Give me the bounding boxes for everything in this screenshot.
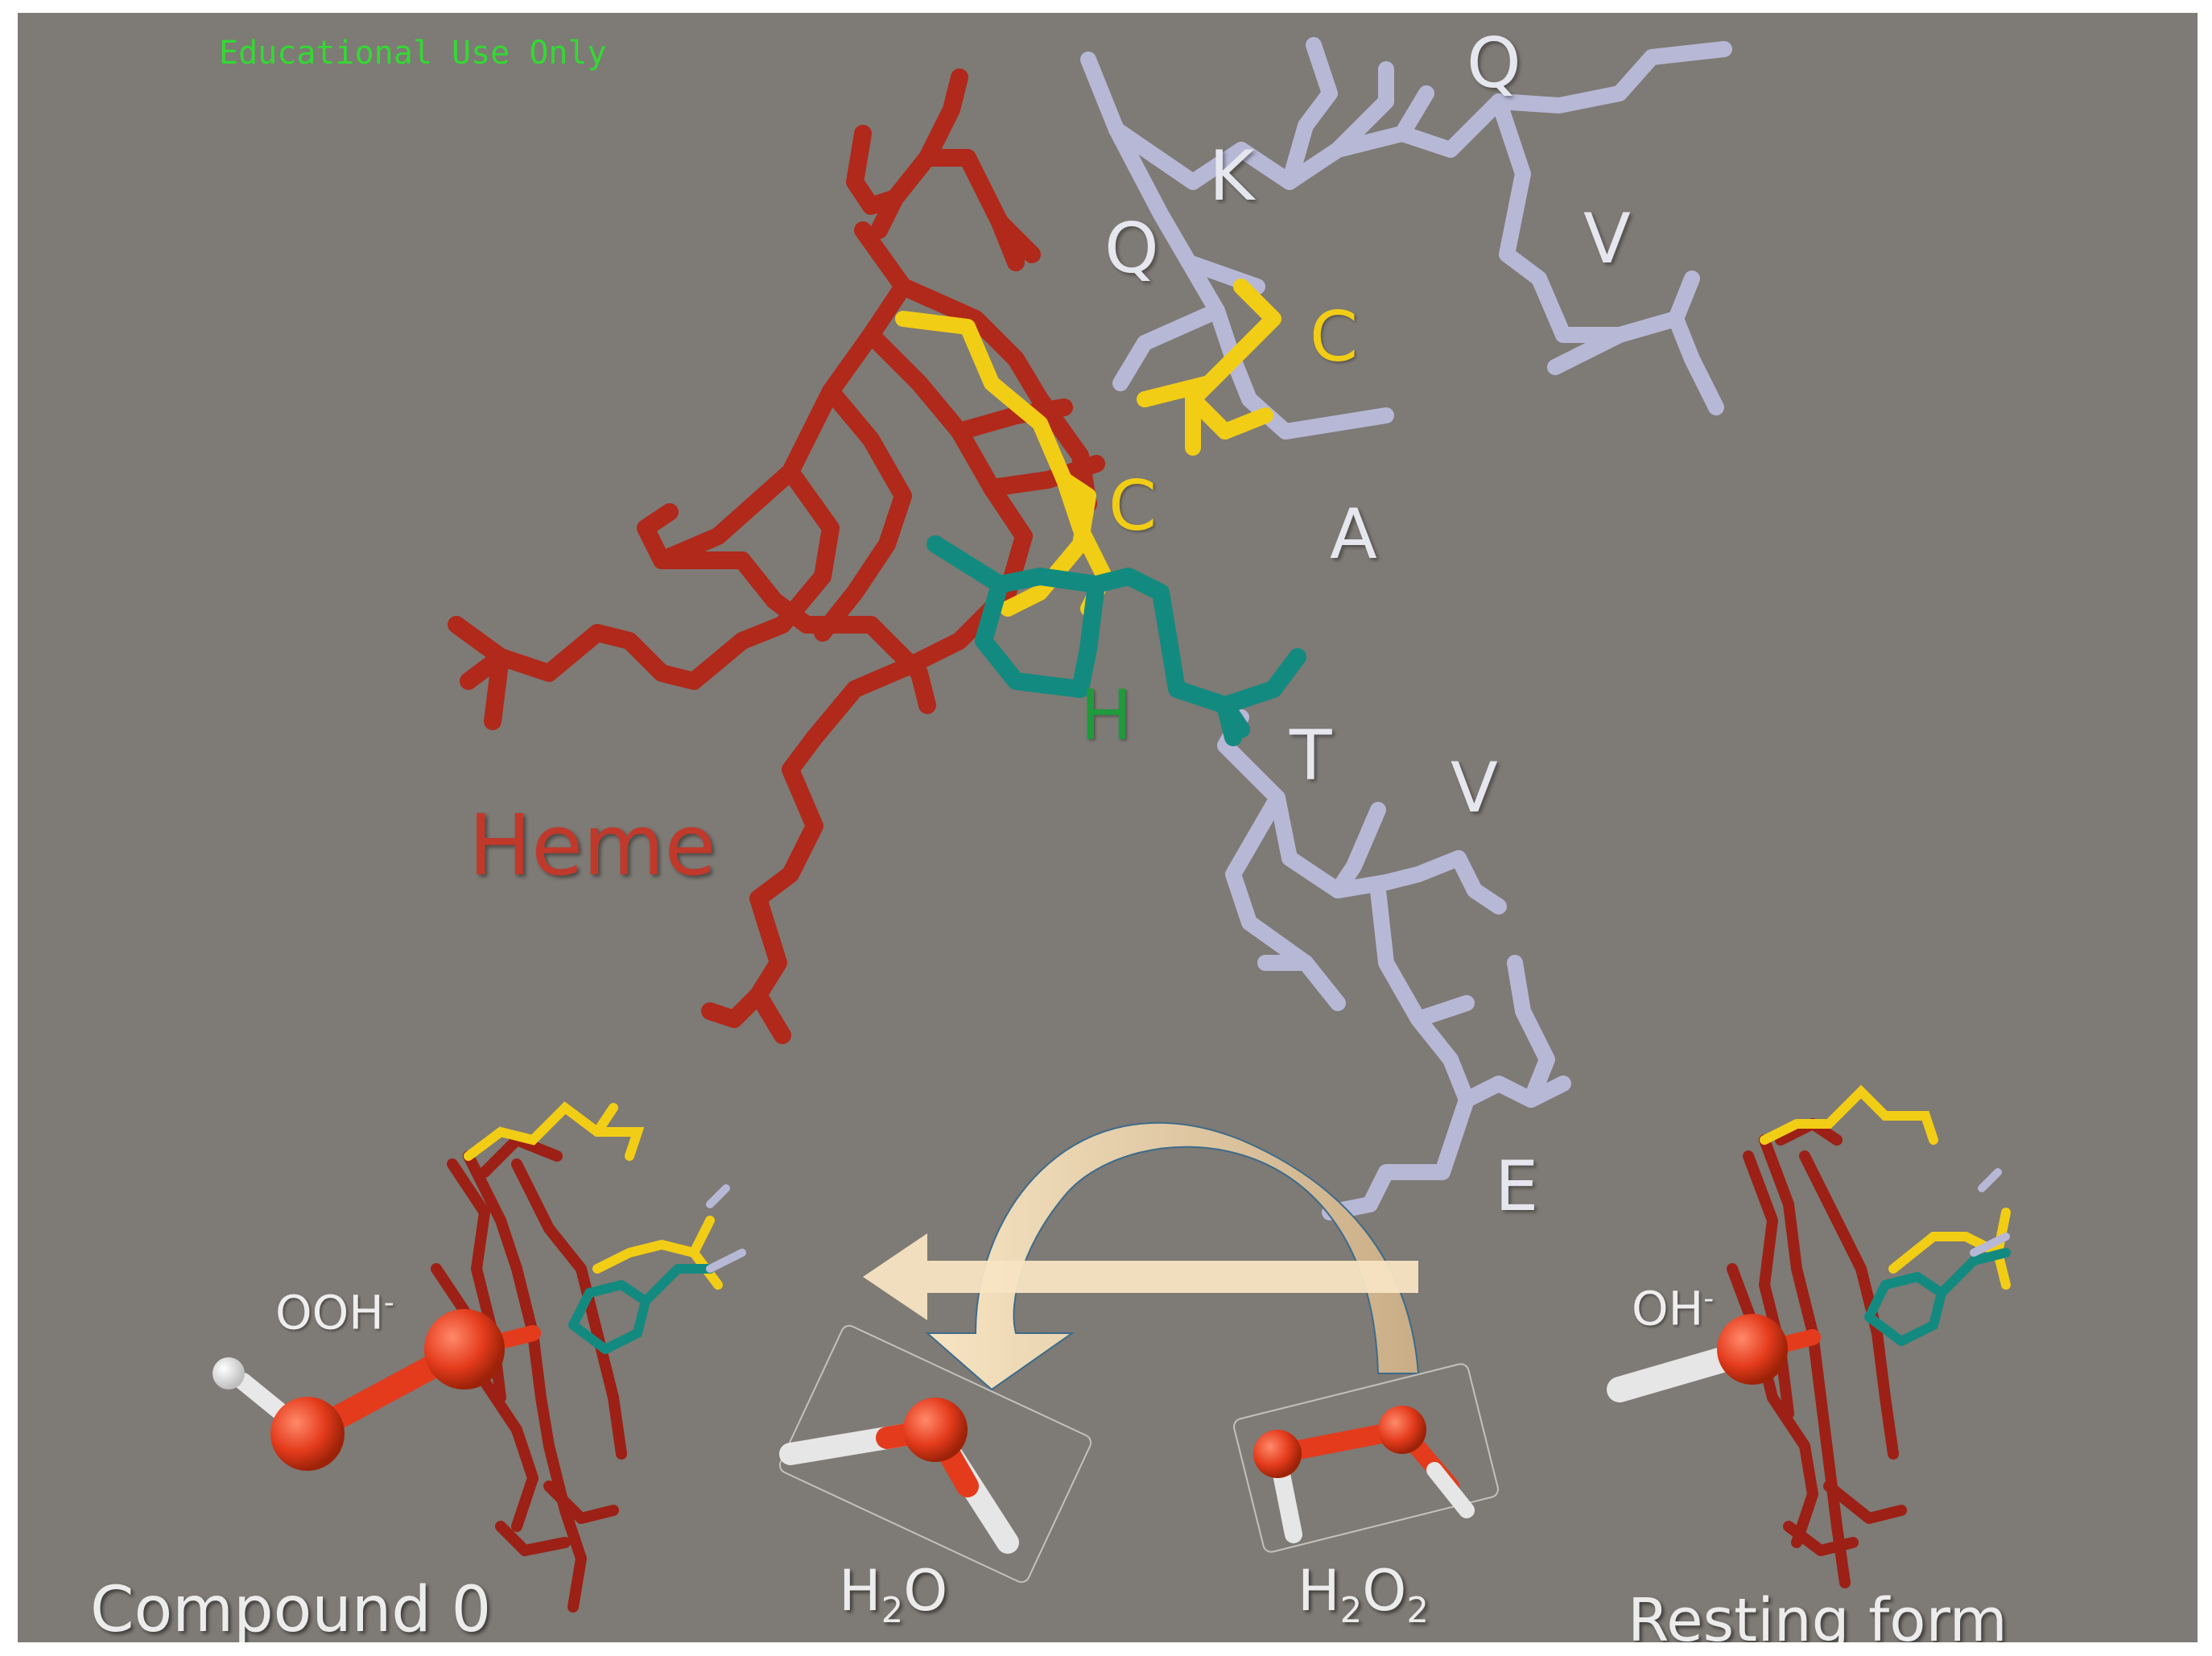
residue-label-h: H [1080, 675, 1133, 756]
watermark: Educational Use Only [219, 35, 607, 72]
oxygen-atom [424, 1309, 505, 1390]
residue-label-c: C [1310, 297, 1359, 378]
heme-molecule [448, 68, 1105, 1044]
molecular-illustration [213, 37, 2011, 1613]
curved-arrow [925, 1121, 1420, 1391]
peroxide-model [1233, 1363, 1499, 1553]
residue-label-a: A [1330, 494, 1377, 575]
water-label: H2O [839, 1558, 948, 1631]
heme-label: Heme [468, 796, 716, 894]
compound0-label: Compound 0 [90, 1574, 492, 1642]
oxygen-atom [270, 1397, 345, 1471]
oxygen-atom [903, 1398, 968, 1462]
residue-label-v: V [1451, 748, 1498, 828]
reaction-arrows [863, 1121, 1420, 1391]
residue-label-q: Q [1104, 209, 1159, 289]
residue-label-t: T [1290, 716, 1332, 796]
oxygen-atom [1378, 1406, 1426, 1454]
residue-label-c: C [1108, 466, 1158, 547]
peroxide-label: H2O2 [1298, 1558, 1429, 1631]
water-model [778, 1324, 1092, 1584]
histidine-residue [926, 535, 1306, 746]
residue-label-q: Q [1467, 23, 1521, 104]
oxygen-atom [1253, 1430, 1302, 1478]
figure-canvas: Educational Use Only Q K Q V C C A H T V… [18, 13, 2198, 1642]
hydrogen-atom [213, 1357, 245, 1390]
peptide-lower-chain [1217, 709, 1571, 1220]
residue-label-v: V [1583, 199, 1631, 279]
compound0-model [213, 1101, 746, 1613]
oxygen-atom [1717, 1314, 1788, 1385]
residue-label-e: E [1495, 1146, 1539, 1227]
peptide-upper-chain [1080, 37, 1732, 440]
residue-label-k: K [1209, 136, 1255, 217]
ooh-ion-label: OOH- [275, 1285, 394, 1340]
resting-form-label: Resting form [1628, 1586, 2008, 1642]
oh-ion-label: OH- [1632, 1281, 1715, 1336]
resting-form-model [1607, 1084, 2011, 1588]
straight-arrow [863, 1233, 1418, 1320]
